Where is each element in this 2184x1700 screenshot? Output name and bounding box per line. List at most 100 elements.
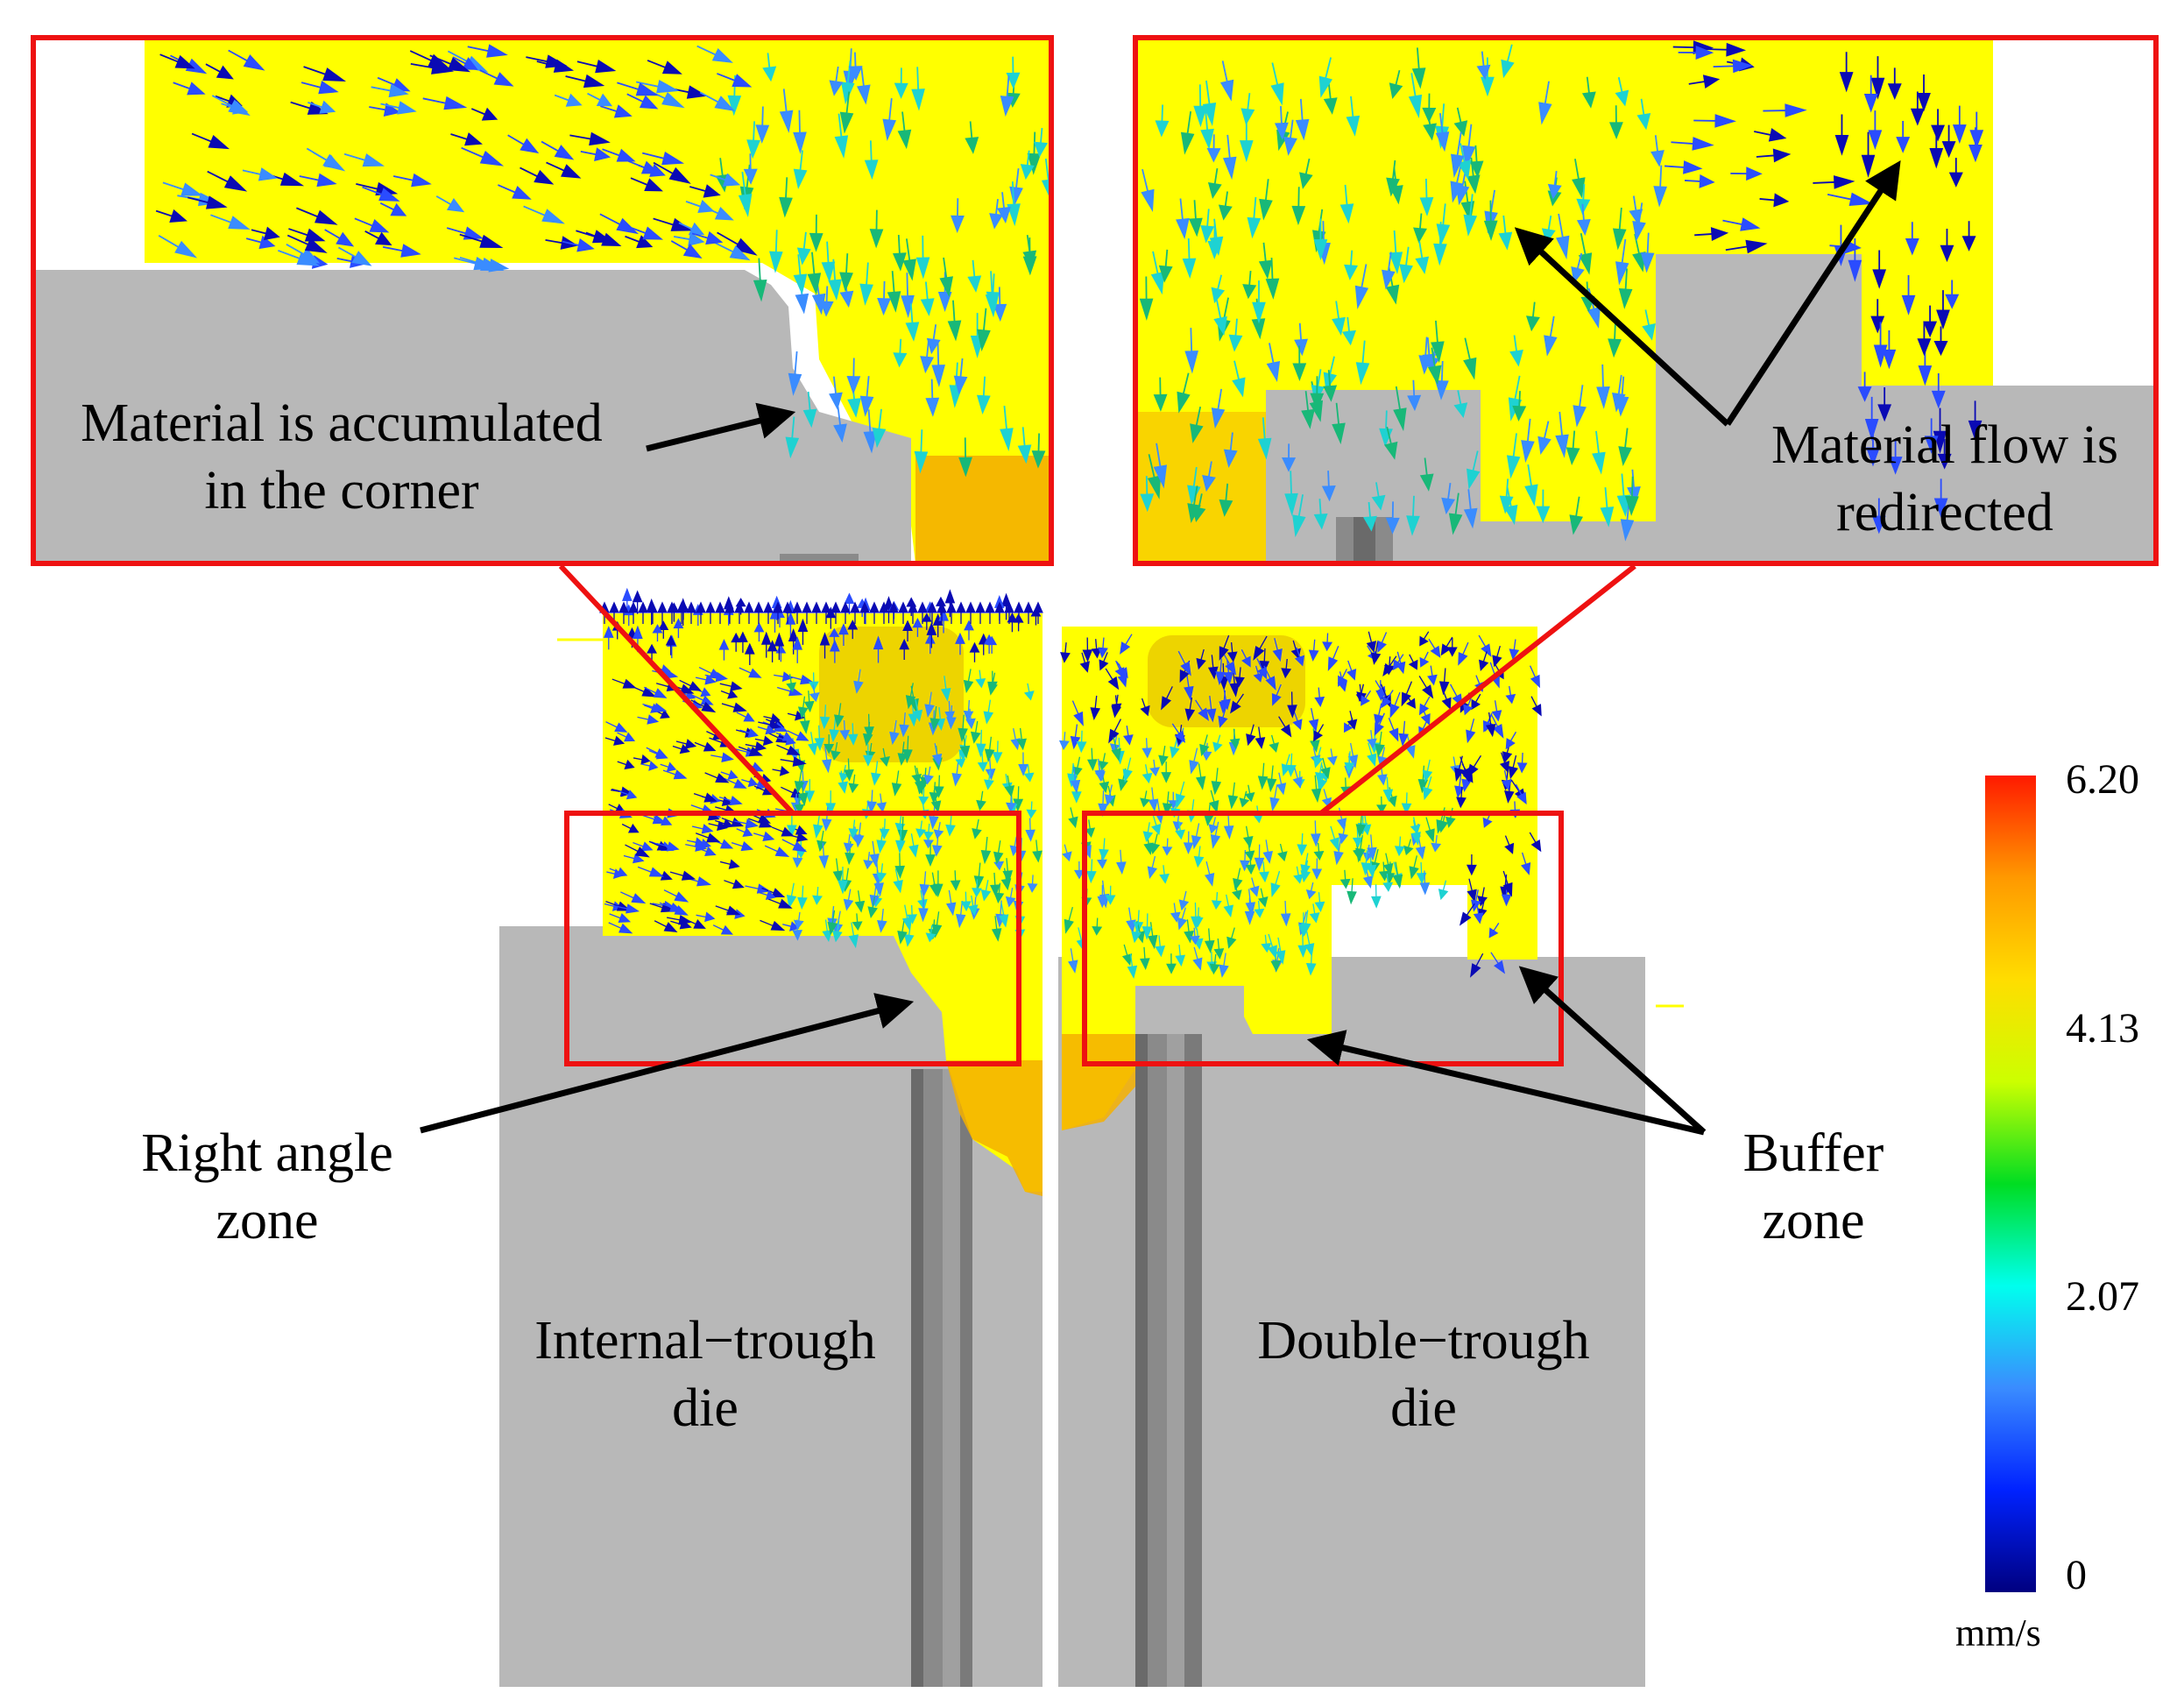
velocity-vector: [1453, 390, 1468, 418]
velocity-vector: [1032, 839, 1043, 863]
velocity-vector: [1694, 227, 1729, 241]
velocity-vector: [1332, 301, 1346, 336]
velocity-vector: [848, 52, 863, 81]
velocity-vector: [1458, 641, 1469, 666]
velocity-vector: [695, 832, 721, 843]
velocity-vector: [1713, 59, 1753, 74]
velocity-vector: [793, 110, 807, 154]
velocity-vector: [1207, 655, 1219, 680]
velocity-vector: [654, 920, 678, 933]
velocity-vector: [1189, 927, 1200, 946]
velocity-vector: [1253, 665, 1264, 683]
velocity-vector: [1204, 861, 1215, 887]
velocity-vector: [1247, 196, 1262, 239]
velocity-vector: [1142, 822, 1154, 843]
velocity-vector: [410, 60, 455, 74]
velocity-vector: [580, 147, 611, 161]
velocity-vector: [1431, 320, 1445, 364]
velocity-vector: [1099, 838, 1109, 861]
velocity-vector: [797, 618, 809, 645]
velocity-vector: [1352, 827, 1363, 848]
velocity-vector: [871, 761, 881, 786]
velocity-vector: [1027, 131, 1042, 175]
velocity-vector: [1253, 635, 1268, 661]
velocity-vector: [950, 870, 961, 891]
velocity-vector: [1025, 818, 1035, 842]
velocity-vector: [843, 889, 854, 911]
velocity-vector: [1202, 461, 1216, 492]
velocity-vector: [1576, 203, 1591, 237]
velocity-vector: [929, 705, 941, 732]
velocity-vector: [1064, 906, 1074, 934]
velocity-vector: [429, 54, 471, 73]
velocity-vector: [1256, 658, 1268, 680]
velocity-vector: [1270, 950, 1282, 973]
velocity-vector: [1196, 648, 1206, 670]
velocity-vector: [779, 89, 794, 133]
velocity-vector: [1308, 639, 1319, 662]
velocity-vector: [894, 853, 905, 879]
velocity-vector: [1344, 751, 1355, 775]
velocity-vector: [1483, 200, 1498, 242]
velocity-vector: [797, 780, 809, 806]
velocity-vector: [609, 913, 632, 923]
velocity-vector: [1099, 772, 1110, 794]
velocity-vector: [1481, 57, 1495, 97]
velocity-vector: [995, 900, 1006, 928]
velocity-vector: [1215, 658, 1226, 686]
velocity-vector: [1211, 768, 1222, 796]
velocity-vector: [627, 160, 661, 174]
velocity-vector: [787, 710, 805, 721]
velocity-vector: [1459, 903, 1475, 926]
velocity-vector: [710, 752, 734, 762]
velocity-vector: [1209, 953, 1220, 975]
velocity-vector: [1127, 953, 1138, 980]
velocity-vector: [1629, 195, 1643, 225]
velocity-vector: [804, 779, 816, 803]
velocity-vector: [720, 689, 739, 699]
colorbar-tick-lower: 2.07: [2066, 1273, 2139, 1320]
velocity-vector: [663, 889, 689, 903]
velocity-vector: [288, 228, 326, 242]
velocity-vector: [1276, 772, 1287, 796]
velocity-vector: [1427, 347, 1442, 386]
velocity-vector: [776, 686, 803, 697]
velocity-vector: [1326, 748, 1338, 766]
velocity-vector: [1183, 831, 1194, 854]
velocity-vector: [1068, 807, 1078, 829]
velocity-vector: [743, 153, 758, 185]
velocity-vector: [1961, 221, 1976, 251]
velocity-vector: [1490, 952, 1506, 974]
velocity-vector: [354, 217, 390, 233]
velocity-vector: [819, 286, 834, 317]
velocity-vector: [898, 601, 908, 624]
velocity-vector: [1139, 276, 1154, 322]
velocity-vector: [1175, 820, 1186, 840]
velocity-vector: [1367, 834, 1377, 861]
velocity-vector: [1219, 634, 1230, 661]
velocity-vector: [1308, 707, 1319, 733]
velocity-vector: [955, 750, 966, 769]
velocity-vector: [1318, 57, 1332, 98]
velocity-vector: [1420, 705, 1431, 726]
velocity-vector: [1002, 858, 1014, 884]
velocity-vector: [1179, 660, 1191, 684]
velocity-vector: [887, 271, 901, 313]
velocity-vector: [745, 741, 767, 752]
velocity-vector: [1073, 861, 1085, 880]
velocity-vector: [905, 303, 920, 342]
velocity-vector: [1438, 810, 1449, 833]
velocity-vector: [541, 140, 575, 160]
velocity-vector: [986, 670, 998, 693]
velocity-vector: [1170, 736, 1180, 759]
velocity-vector: [1223, 812, 1234, 839]
velocity-vector: [1027, 875, 1038, 893]
velocity-vector: [656, 841, 680, 852]
velocity-vector: [1178, 890, 1190, 911]
velocity-vector: [605, 721, 628, 733]
velocity-vector: [1362, 865, 1374, 889]
velocity-vector: [848, 922, 859, 949]
velocity-vector: [507, 134, 540, 154]
velocity-vector: [788, 351, 802, 396]
velocity-vector: [1292, 494, 1306, 538]
